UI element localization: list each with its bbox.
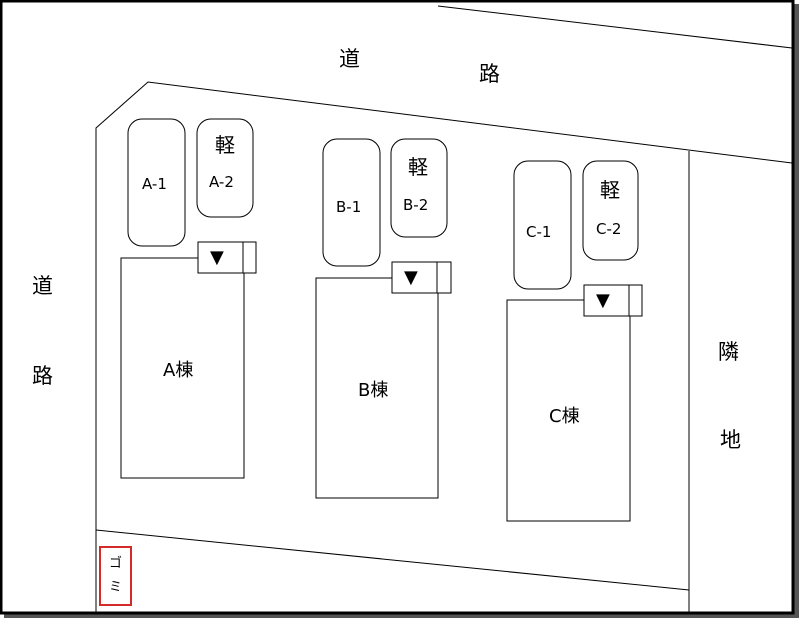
- parking-c2-label: C-2: [596, 220, 622, 238]
- parking-a2: [197, 119, 253, 217]
- building-a-label: A棟: [163, 360, 194, 381]
- parking-b1-label: B-1: [336, 198, 362, 216]
- bottom-lot-line: [96, 530, 689, 590]
- garbage-char-1: ゴ: [109, 556, 123, 571]
- neighbor-char-1: 隣: [718, 340, 739, 364]
- parking-c2-kei: 軽: [600, 178, 620, 202]
- parking-b2-kei: 軽: [408, 155, 428, 179]
- building-c: [507, 300, 630, 521]
- parking-b2-label: B-2: [403, 196, 429, 214]
- entrance-box-c: [584, 285, 642, 316]
- building-c-label: C棟: [549, 406, 580, 427]
- parking-a2-label: A-2: [209, 173, 234, 191]
- neighbor-char-2: 地: [720, 428, 741, 452]
- entrance-box-b: [392, 262, 451, 293]
- entrance-marker-c: ▼: [596, 290, 610, 311]
- parking-c1-label: C-1: [526, 223, 552, 241]
- top-road-edge: [438, 6, 792, 48]
- parking-b2: [391, 139, 447, 237]
- parking-a1-label: A-1: [142, 175, 167, 193]
- building-a: [121, 258, 244, 478]
- parking-b1: [323, 139, 380, 266]
- parking-a2-kei: 軽: [215, 133, 235, 157]
- entrance-marker-b: ▼: [404, 267, 418, 288]
- entrance-marker-a: ▼: [210, 247, 224, 268]
- parking-c1: [514, 161, 571, 289]
- parking-c2: [583, 161, 638, 260]
- left-road-char-1: 道: [32, 274, 53, 298]
- entrance-box-a: [198, 242, 256, 273]
- parking-a1: [128, 119, 185, 246]
- building-b-label: B棟: [358, 380, 389, 401]
- top-road-char-1: 道: [339, 47, 360, 71]
- lot-boundary: [96, 82, 792, 614]
- frame-border: [1, 1, 793, 613]
- garbage-box: [100, 547, 131, 605]
- building-b: [316, 278, 438, 498]
- left-road-char-2: 路: [32, 364, 53, 388]
- top-road-char-2: 路: [479, 62, 500, 86]
- garbage-char-2: ミ: [109, 580, 123, 595]
